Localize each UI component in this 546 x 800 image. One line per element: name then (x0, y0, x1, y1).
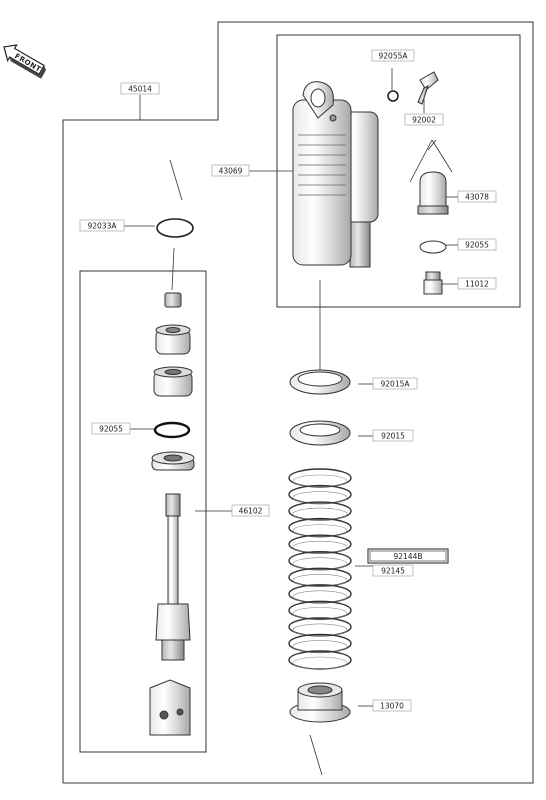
valve-11012 (423, 271, 443, 295)
label-92055A: 92055A (371, 49, 415, 62)
spring-coil-inner (292, 656, 348, 670)
svg-text:92144B: 92144B (393, 552, 422, 561)
svg-text:92055A: 92055A (379, 52, 409, 61)
spring-coil-inner (292, 540, 348, 554)
label-92002: 92002 (404, 113, 444, 126)
spring-coil-inner (292, 623, 348, 637)
oring-92055 (153, 421, 191, 439)
svg-text:92015: 92015 (381, 432, 405, 441)
label-11012: 11012 (457, 277, 497, 290)
spring-coil-inner (292, 524, 348, 537)
spring-coil-inner (292, 507, 348, 521)
spring-coil-inner (292, 640, 348, 653)
front-arrow-icon: FRONT (3, 44, 47, 79)
label-92055: 92055 (91, 422, 131, 435)
bolt-92002 (417, 71, 439, 105)
label-92055-reservoir: 92055 (457, 238, 497, 251)
label-46102: 46102 (231, 504, 270, 517)
spring-coil-inner (292, 557, 348, 571)
svg-text:92055: 92055 (99, 425, 123, 434)
spring-coil-inner (292, 573, 348, 587)
label-92144B: 92144B (367, 548, 449, 564)
spring-92145 (288, 468, 352, 670)
svg-text:45014: 45014 (128, 85, 152, 94)
svg-text:11012: 11012 (465, 280, 489, 289)
lock-ring-92015A (289, 369, 351, 395)
svg-text:92055: 92055 (465, 241, 489, 250)
label-92033A: 92033A (79, 219, 125, 232)
svg-text:43069: 43069 (219, 167, 243, 176)
leader-lines (124, 68, 458, 776)
svg-text:92015A: 92015A (381, 380, 411, 389)
svg-text:92002: 92002 (412, 116, 436, 125)
svg-text:92033A: 92033A (88, 222, 118, 231)
spring-coil-inner (292, 491, 348, 504)
adjuster-ring-92015 (289, 420, 351, 446)
spring-seat-13070 (289, 682, 351, 723)
label-13070: 13070 (372, 699, 412, 712)
circlip-92033A (156, 218, 194, 238)
spring-coil-inner (292, 474, 348, 488)
spring-coil-inner (292, 607, 348, 620)
spring-coil-inner (292, 590, 348, 604)
svg-text:46102: 46102 (239, 507, 263, 516)
svg-text:13070: 13070 (380, 702, 404, 711)
ring-92055-reservoir (419, 240, 447, 254)
label-92145: 92145 (372, 564, 414, 577)
label-43078: 43078 (457, 190, 497, 203)
damper-rod-assembly (149, 292, 195, 736)
label-92015: 92015 (372, 429, 414, 442)
shock-reservoir-body (292, 81, 379, 268)
cap-43078 (417, 171, 449, 215)
label-92015A: 92015A (372, 377, 418, 390)
svg-text:92145: 92145 (381, 567, 405, 576)
label-45014: 45014 (120, 82, 160, 95)
oring-92055A (387, 90, 399, 102)
svg-text:43078: 43078 (465, 193, 489, 202)
part-labels: 45014 43069 92055A 92002 43078 92055 110… (79, 49, 497, 712)
label-43069: 43069 (211, 164, 250, 177)
